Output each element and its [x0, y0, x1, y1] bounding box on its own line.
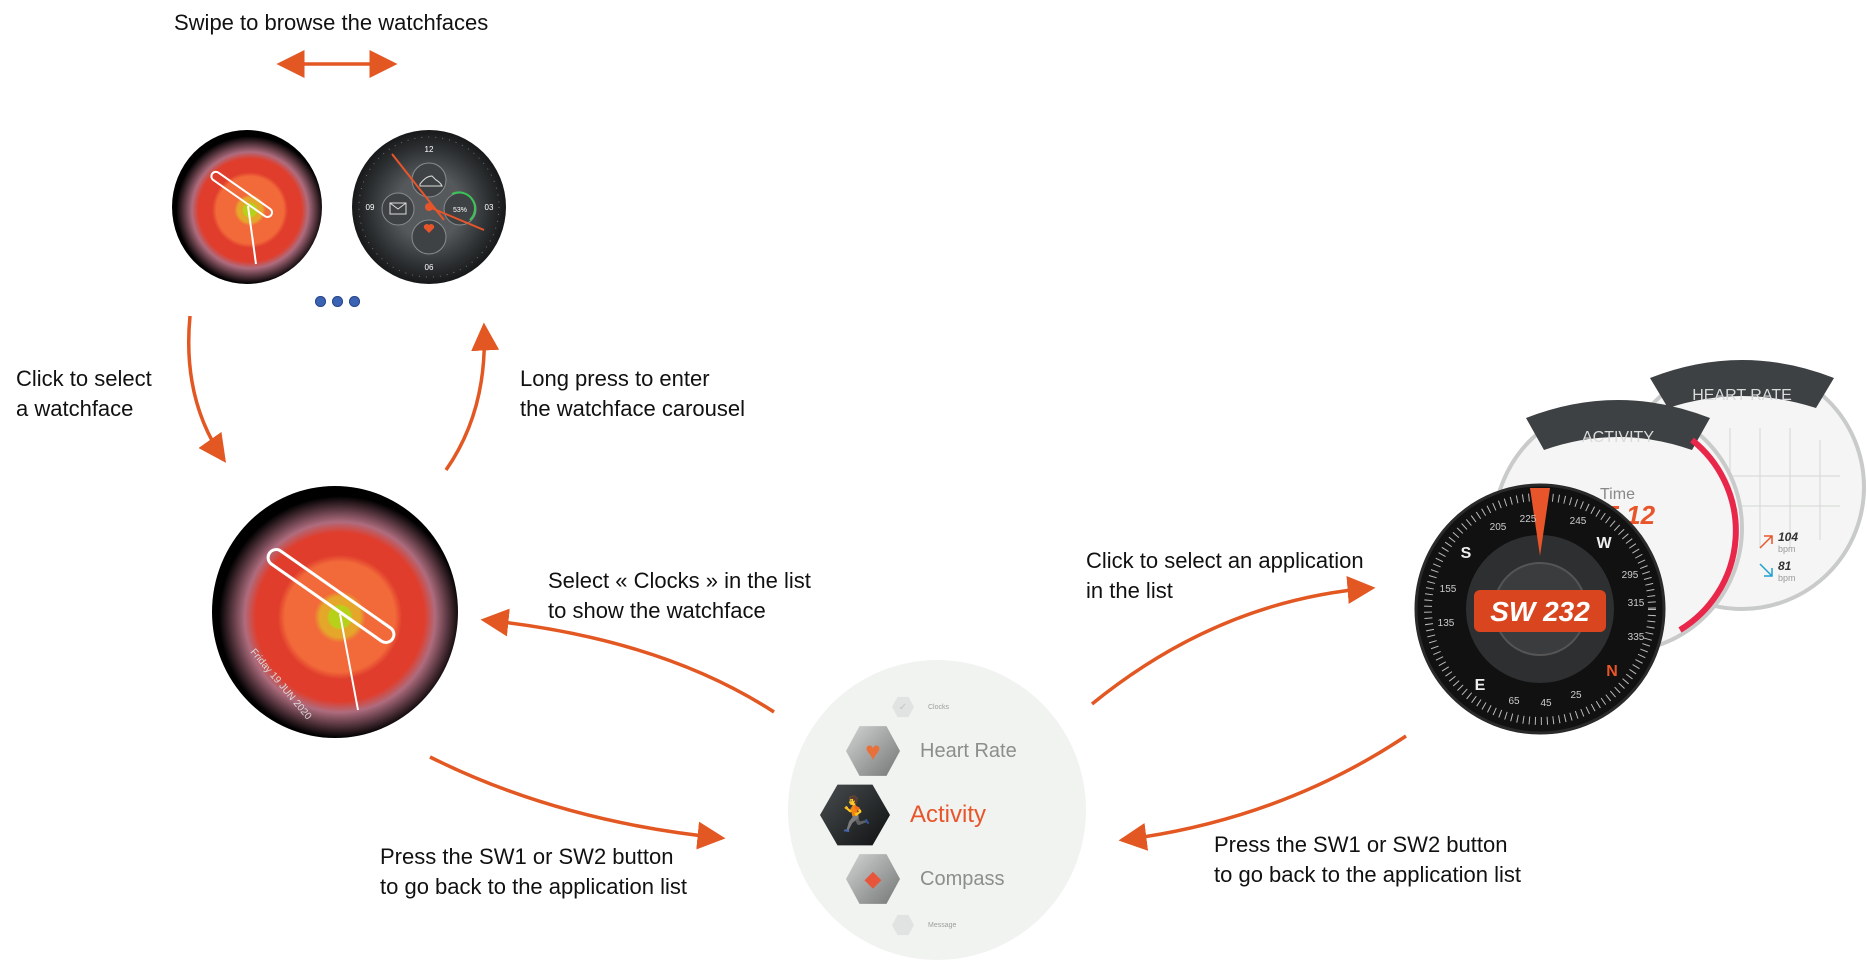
- watchface-flower-small[interactable]: [172, 130, 322, 284]
- hour-09: 09: [366, 203, 375, 212]
- carousel-dots: [315, 296, 360, 307]
- list-item-label: Heart Rate: [920, 739, 1017, 762]
- battery-value: 53%: [453, 207, 467, 214]
- carousel-dot: [315, 296, 326, 307]
- list-item-clocks[interactable]: ✓ Clocks: [892, 696, 949, 718]
- back-left-arrow: [429, 755, 726, 850]
- clock-icon: ✓: [892, 696, 914, 718]
- mail-icon: [389, 202, 407, 215]
- heart-icon: ♥: [846, 726, 900, 776]
- select-watchface-arrow: [186, 315, 227, 463]
- carousel-dot: [349, 296, 360, 307]
- list-item-activity[interactable]: 🏃 Activity: [820, 782, 986, 848]
- press-back-left-label: Press the SW1 or SW2 button to go back t…: [380, 844, 687, 899]
- press-back-right-label: Press the SW1 or SW2 button to go back t…: [1214, 832, 1521, 887]
- shoe-icon: [419, 175, 443, 187]
- select-clocks-label: Select « Clocks » in the list to show th…: [548, 568, 811, 623]
- watchface-sport[interactable]: 12 09 03 06 53%: [352, 130, 506, 284]
- swipe-label: Swipe to browse the watchfaces: [174, 10, 489, 35]
- list-item-message[interactable]: Message: [892, 914, 956, 936]
- carousel-dot: [332, 296, 343, 307]
- click-select-app-label: Click to select an application in the li…: [1086, 548, 1364, 603]
- heart-icon: [423, 224, 435, 233]
- select-clocks-arrow: [480, 608, 775, 714]
- list-item-label: Activity: [910, 801, 987, 828]
- back-right-arrow: [1118, 734, 1407, 851]
- clock-hands: [210, 170, 274, 265]
- list-item-heart-rate[interactable]: ♥ Heart Rate: [846, 724, 1017, 778]
- compass-icon: ◆: [846, 854, 900, 904]
- list-item-label: Clocks: [928, 703, 950, 711]
- list-item-label: Compass: [920, 867, 1005, 890]
- click-select-watchface-label: Click to select a watchface: [16, 366, 152, 421]
- watchface-flower-large[interactable]: Friday 19 JUN 2020: [212, 486, 458, 738]
- hour-06: 06: [425, 263, 434, 272]
- hour-12: 12: [425, 145, 434, 154]
- list-item-label: Message: [928, 921, 957, 929]
- runner-icon: 🏃: [820, 784, 890, 846]
- app-list: ✓ Clocks ♥ Heart Rate 🏃 Activity ◆ Compa…: [788, 660, 1086, 960]
- clock-hands: Friday 19 JUN 2020: [248, 548, 396, 722]
- list-item-compass[interactable]: ◆ Compass: [846, 852, 1004, 906]
- message-icon: [892, 914, 914, 936]
- sport-dial: 12 09 03 06 53%: [358, 136, 500, 278]
- hour-03: 03: [485, 203, 494, 212]
- select-app-arrow: [1090, 575, 1376, 706]
- long-press-label: Long press to enter the watchface carous…: [520, 366, 746, 421]
- long-press-arrow: [444, 322, 500, 472]
